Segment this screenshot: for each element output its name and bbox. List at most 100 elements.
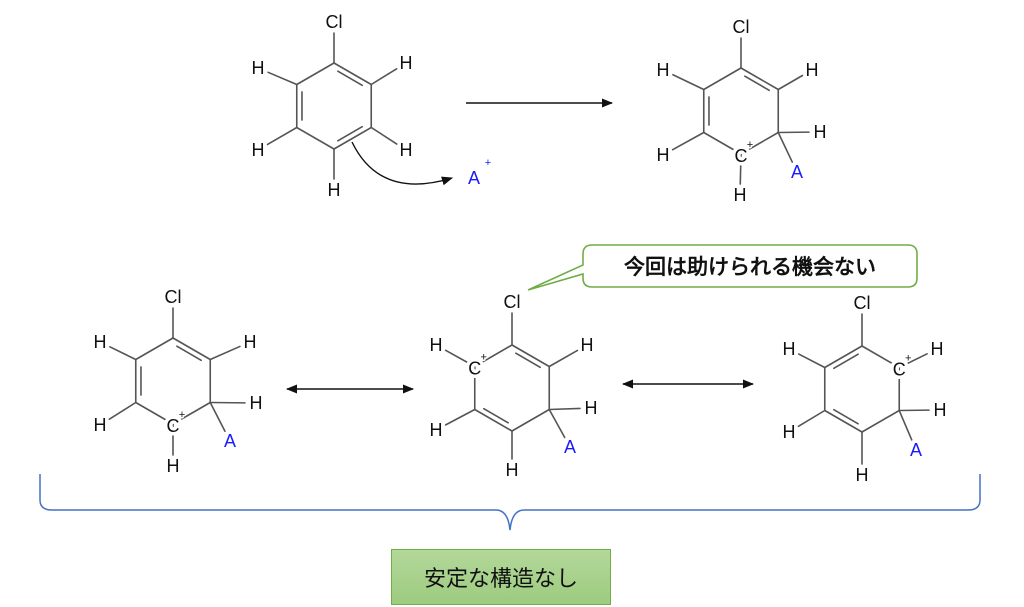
bond bbox=[209, 345, 241, 361]
ring-bond bbox=[172, 337, 212, 361]
reagent-charge: + bbox=[485, 157, 491, 169]
atom-label-hydrogen: H bbox=[252, 58, 265, 78]
ring-bond bbox=[333, 126, 373, 150]
callout-text: 今回は助けられる機会ない bbox=[624, 255, 876, 279]
ring-bond bbox=[134, 337, 174, 361]
bond bbox=[898, 409, 913, 441]
ring-bond bbox=[861, 345, 901, 369]
bond bbox=[548, 408, 566, 439]
bond bbox=[370, 126, 398, 145]
bond bbox=[898, 353, 928, 369]
callout-bubble bbox=[527, 244, 918, 291]
bond bbox=[267, 71, 298, 86]
bond bbox=[672, 73, 705, 91]
double-bond-line bbox=[176, 345, 202, 362]
double-bond-line bbox=[337, 125, 363, 142]
bond bbox=[739, 153, 742, 185]
atom-label-hydrogen: H bbox=[506, 460, 519, 480]
bond bbox=[797, 353, 826, 369]
ring-bond bbox=[702, 67, 742, 91]
ring-bond bbox=[740, 131, 780, 155]
positive-charge: + bbox=[179, 409, 185, 421]
bond bbox=[548, 349, 579, 368]
atom-label-hydrogen: H bbox=[250, 393, 263, 413]
atom-label-hydrogen: H bbox=[400, 53, 413, 73]
atom-label-hydrogen: H bbox=[783, 339, 796, 359]
atom-label-chlorine: Cl bbox=[165, 287, 182, 307]
atom-label-hydrogen: H bbox=[328, 180, 341, 200]
atom-label-hydrogen: H bbox=[430, 420, 443, 440]
bond bbox=[266, 126, 298, 146]
atom-label-chlorine: Cl bbox=[854, 293, 871, 313]
atom-label-chlorine: Cl bbox=[504, 292, 521, 312]
ring-bond bbox=[333, 62, 373, 86]
atom-label-substituent-a: A bbox=[564, 437, 576, 457]
atom-label-hydrogen: H bbox=[400, 140, 413, 160]
positive-charge: + bbox=[481, 352, 487, 364]
bond bbox=[671, 131, 705, 151]
reagent-symbol: A bbox=[468, 168, 480, 188]
atom-label-chlorine: Cl bbox=[733, 17, 750, 37]
atom-label-hydrogen: H bbox=[657, 145, 670, 165]
bond bbox=[109, 346, 137, 361]
bond bbox=[548, 407, 581, 411]
grouping-brace bbox=[39, 474, 981, 531]
atom-label-hydrogen: H bbox=[252, 140, 265, 160]
double-bond-line bbox=[483, 407, 509, 424]
atom-label-hydrogen: H bbox=[657, 60, 670, 80]
atom-label-hydrogen: H bbox=[856, 465, 869, 485]
atom-label-substituent-a: A bbox=[791, 162, 803, 182]
ring-bond bbox=[861, 409, 901, 433]
ring-bond bbox=[473, 408, 513, 432]
atom-label-hydrogen: H bbox=[94, 332, 107, 352]
bond bbox=[444, 349, 476, 368]
double-bond-line bbox=[744, 75, 770, 92]
bond bbox=[108, 401, 137, 420]
ring-bond bbox=[740, 67, 780, 91]
positive-charge: + bbox=[747, 139, 753, 151]
ring-bond bbox=[134, 401, 174, 425]
atom-label-chlorine: Cl bbox=[326, 12, 343, 32]
ring-bond bbox=[511, 408, 551, 432]
double-bond-line bbox=[833, 353, 859, 370]
ring-bond bbox=[702, 131, 742, 155]
atom-label-substituent-a: A bbox=[224, 431, 236, 451]
ring-bond bbox=[511, 344, 551, 368]
ring-bond bbox=[473, 344, 513, 368]
carbocation-carbon: C bbox=[468, 359, 481, 379]
bond bbox=[777, 74, 804, 91]
ring-bond bbox=[823, 345, 863, 369]
atom-label-hydrogen: H bbox=[934, 400, 947, 420]
bond bbox=[777, 131, 794, 163]
bond bbox=[370, 67, 398, 86]
conclusion-box: 安定な構造なし bbox=[391, 549, 611, 605]
atom-label-hydrogen: H bbox=[167, 456, 180, 476]
atom-label-hydrogen: H bbox=[806, 60, 819, 80]
atom-label-hydrogen: H bbox=[94, 415, 107, 435]
bond bbox=[797, 409, 826, 428]
molecule-chlorobenzene: ClH H H H H bbox=[248, 9, 416, 204]
carbocation-carbon: C bbox=[893, 360, 906, 380]
positive-charge: + bbox=[905, 353, 911, 365]
ring-bond bbox=[172, 401, 212, 425]
atom-label-hydrogen: H bbox=[581, 335, 594, 355]
carbocation-carbon: C bbox=[735, 146, 748, 166]
atom-label-hydrogen: H bbox=[430, 335, 443, 355]
carbocation-carbon: C bbox=[167, 416, 180, 436]
double-bond-line bbox=[337, 70, 363, 87]
double-bond-line bbox=[833, 408, 859, 425]
atom-label-hydrogen: H bbox=[734, 185, 747, 205]
ring-bond bbox=[295, 126, 335, 150]
atom-label-hydrogen: H bbox=[244, 332, 257, 352]
electron-push-arrow bbox=[351, 141, 454, 186]
atom-label-hydrogen: H bbox=[931, 339, 944, 359]
atom-label-substituent-a: A bbox=[910, 440, 922, 460]
atom-label-hydrogen: H bbox=[814, 122, 827, 142]
atom-label-hydrogen: H bbox=[783, 422, 796, 442]
bond bbox=[209, 401, 226, 433]
